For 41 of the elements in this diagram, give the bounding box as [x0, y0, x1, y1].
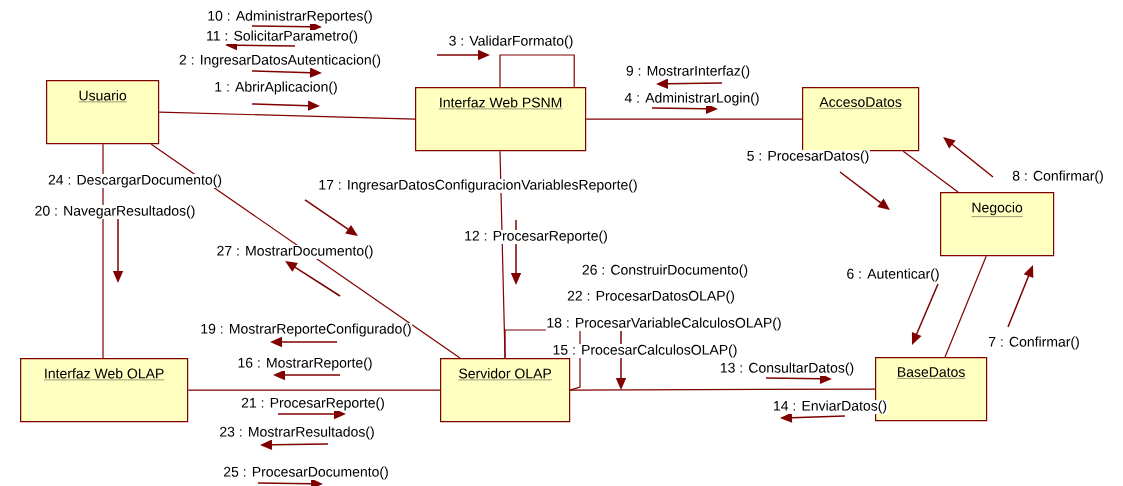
object-box: Negocio [940, 192, 1055, 257]
message-label: 13 : ConsultarDatos() [719, 361, 855, 376]
message-label: 12 : ProcesarReporte() [463, 229, 609, 244]
message-label: 27 : MostrarDocumento() [216, 244, 374, 259]
message-label: 1 : AbrirAplicacion() [213, 80, 339, 95]
object-box: Interfaz Web PSNM [415, 87, 587, 152]
message-label: 14 : EnviarDatos() [772, 399, 888, 414]
message-label: 19 : MostrarReporteConfigurado() [199, 322, 413, 337]
link-line [187, 389, 441, 391]
message-label: 21 : ProcesarReporte() [240, 396, 386, 411]
message-label: 11 : SolicitarParametro() [205, 29, 359, 44]
link-line [150, 143, 461, 359]
message-label: 23 : MostrarResultados() [218, 425, 376, 440]
message-label: 24 : DescargarDocumento() [47, 173, 223, 188]
message-label: 5 : ProcesarDatos() [746, 149, 870, 164]
object-box: Interfaz Web OLAP [20, 358, 189, 423]
link-line [944, 255, 987, 358]
message-label: 22 : ProcesarDatosOLAP() [566, 289, 736, 304]
message-label: 20 : NavegarResultados() [34, 204, 196, 219]
message-label: 3 : ValidarFormato() [448, 34, 574, 49]
message-label: 10 : AdministrarReportes() [206, 9, 374, 24]
message-label: 8 : Confirmar() [1011, 169, 1105, 184]
object-box: Servidor OLAP [440, 358, 571, 423]
message-label: 16 : MostrarReporte() [236, 356, 374, 371]
message-label: 2 : IngresarDatosAutenticacion() [178, 53, 382, 68]
message-label: 6 : Autenticar() [845, 267, 941, 282]
message-label: 26 : ConstruirDocumento() [581, 263, 749, 278]
message-label: 17 : IngresarDatosConfiguracionVariablesReporte() [317, 178, 639, 193]
message-label: 18 : ProcesarVariableCalculosOLAP() [545, 316, 783, 331]
object-box: Usuario [46, 80, 160, 145]
message-label: 25 : ProcesarDocumento() [222, 465, 390, 480]
link-line [158, 111, 416, 120]
link-line [585, 118, 803, 120]
message-label: 9 : MostrarInterfaz() [625, 65, 751, 79]
link-line [902, 150, 959, 193]
message-label: 7 : Confirmar() [987, 335, 1081, 350]
link-line [102, 143, 104, 359]
link-line [499, 54, 575, 88]
link-line [569, 388, 876, 391]
message-label: 15 : ProcesarCalculosOLAP() [552, 343, 738, 358]
message-label: 4 : AdministrarLogin() [623, 91, 761, 106]
